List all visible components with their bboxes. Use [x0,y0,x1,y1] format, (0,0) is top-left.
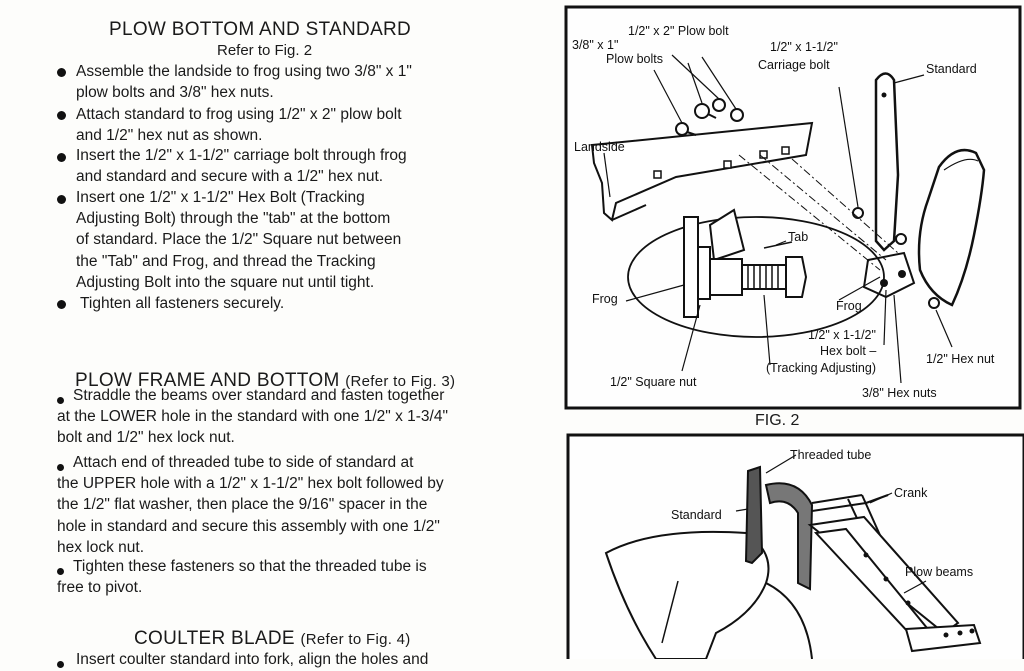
figure-2-diagram: 1/2" x 2" Plow bolt 3/8" x 1" Plow bolts… [564,5,1022,410]
instructions-column: PLOW BOTTOM AND STANDARD Refer to Fig. 2… [57,19,455,668]
section-title-coulter: COULTER BLADE (Refer to Fig. 4) [134,628,411,650]
instruction-item: Tighten these fasteners so that the thre… [57,558,427,597]
label-tab: Tab [788,230,808,244]
figure-3-diagram: Threaded tube Crank Standard Plow beams [566,433,1024,659]
bullet-icon [57,191,66,207]
figure-2-caption: FIG. 2 [755,412,800,429]
section-title-plow-frame: PLOW FRAME AND BOTTOM (Refer to Fig. 3) [75,370,455,392]
bullet-icon [57,296,66,312]
tracking-bolt-icon [709,256,808,298]
section-title-text: PLOW FRAME AND BOTTOM [75,370,340,391]
section-title-plow-bottom: PLOW BOTTOM AND STANDARD [109,19,412,40]
landside-part [590,121,814,222]
section-subtitle-plow-bottom: Refer to Fig. 2 [217,42,313,59]
label-crank: Crank [894,486,928,500]
label-hex-nut: 1/2" Hex nut [926,352,995,366]
label-standard: Standard [926,62,977,76]
instruction-item: Straddle the beams over standard and fas… [57,387,448,447]
bullet-icon [57,655,64,671]
instruction-item-partial: Insert coulter standard into fork, align… [76,651,429,668]
section-ref: (Refer to Fig. 4) [300,631,411,648]
label-landside: Landside [574,140,625,154]
bullet-icon [57,64,66,80]
label-frog-right: Frog [836,299,862,313]
label-plow-bolt-half: 1/2" x 2" Plow bolt [628,24,729,38]
label-hex-nuts-38: 3/8" Hex nuts [862,386,937,400]
plow-beams-icon [807,515,982,653]
instruction-item: Insert the 1/2" x 1-1/2" carriage bolt t… [76,147,407,186]
bullet-icon [57,107,66,123]
instruction-item: Insert one 1/2" x 1-1/2" Hex Bolt (Track… [76,189,402,291]
instruction-item: Tighten all fasteners securely. [80,295,285,312]
label-frog-left: Frog [592,292,618,306]
plow-bolts-icon [675,98,744,136]
label-threaded-tube: Threaded tube [790,448,871,462]
detail-callout [627,216,885,338]
label-hexbolt-size: 1/2" x 1-1/2" [808,328,876,342]
label-plow-beams: Plow beams [905,565,973,579]
standard-part [874,72,900,252]
label-carriage-size: 1/2" x 1-1/2" [770,40,838,54]
label-plow-bolts: Plow bolts [606,52,663,66]
section-title-text: COULTER BLADE [134,628,295,649]
label-hexbolt: Hex bolt – [820,344,876,358]
moldboard-part [917,148,986,307]
label-plow-bolts-size: 3/8" x 1" [572,38,618,52]
label-tracking-adjusting: (Tracking Adjusting) [766,361,876,375]
label-square-nut: 1/2" Square nut [610,375,697,389]
bullet-icon [57,149,66,165]
instruction-item: Attach standard to frog using 1/2" x 2" … [76,106,402,145]
bullet-icon [57,391,64,407]
standard-part [744,465,764,565]
bullet-icon [57,562,64,578]
section-ref: (Refer to Fig. 3) [345,373,456,390]
instruction-item: Assemble the landside to frog using two … [76,63,412,102]
label-carriage-bolt: Carriage bolt [758,58,830,72]
instruction-item: Attach end of threaded tube to side of s… [57,454,444,556]
label-standard: Standard [671,508,722,522]
bullet-icon [57,458,64,474]
